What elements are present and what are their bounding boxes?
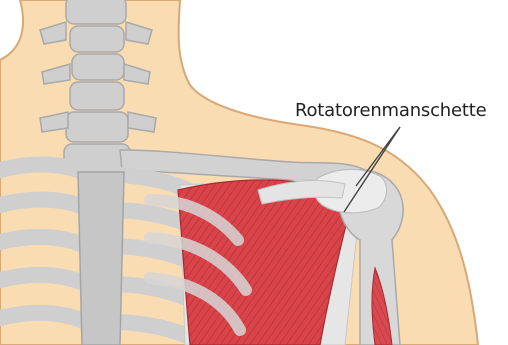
sternum bbox=[78, 172, 124, 345]
rotator-cuff-label: Rotatorenmanschette bbox=[295, 100, 486, 121]
